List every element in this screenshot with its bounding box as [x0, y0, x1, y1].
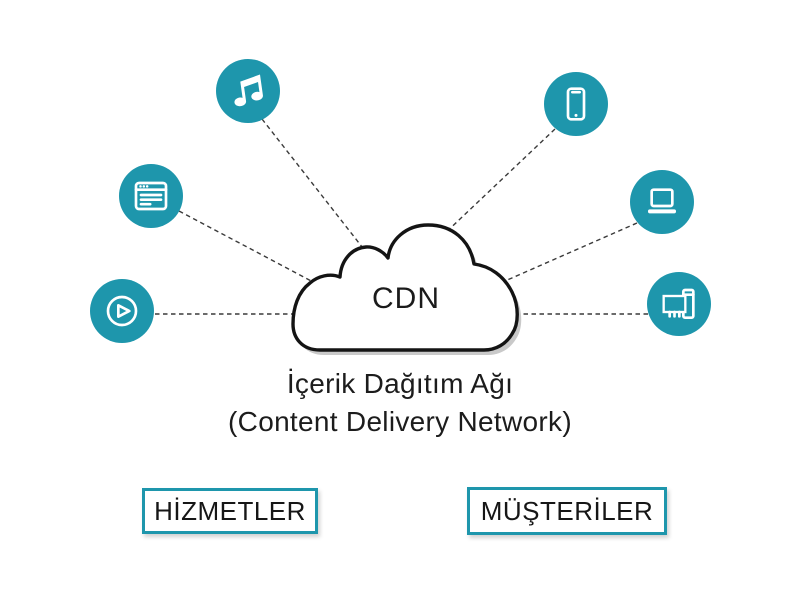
- cdn-cloud: CDN: [291, 223, 522, 355]
- play-icon: [106, 295, 138, 327]
- client-node-phone: [544, 72, 608, 136]
- smartphone-icon: [566, 87, 586, 121]
- connector-music-cloud: [261, 118, 367, 253]
- connector-phone-cloud: [439, 128, 556, 239]
- laptop-icon: [648, 188, 676, 214]
- client-node-desktop: [647, 272, 711, 336]
- connector-laptop-cloud: [504, 222, 638, 282]
- clients-label-box: MÜŞTERİLER: [467, 487, 667, 535]
- services-label: HİZMETLER: [154, 495, 306, 526]
- service-node-video: [90, 279, 154, 343]
- connector-lines: [155, 118, 648, 315]
- caption-turkish: İçerik Dağıtım Ağı: [286, 368, 514, 399]
- caption-english: (Content Delivery Network): [228, 406, 572, 437]
- service-node-music: [216, 59, 280, 123]
- connector-browser-cloud: [178, 210, 316, 284]
- services-label-box: HİZMETLER: [142, 488, 318, 534]
- cloud-label: CDN: [372, 282, 440, 315]
- desktop-computer-icon: [662, 288, 695, 320]
- client-node-laptop: [630, 170, 694, 234]
- service-node-web: [119, 164, 183, 228]
- music-note-icon: [234, 74, 263, 107]
- cloud-shape: [291, 223, 519, 352]
- clients-label: MÜŞTERİLER: [480, 495, 654, 526]
- browser-icon: [134, 181, 168, 211]
